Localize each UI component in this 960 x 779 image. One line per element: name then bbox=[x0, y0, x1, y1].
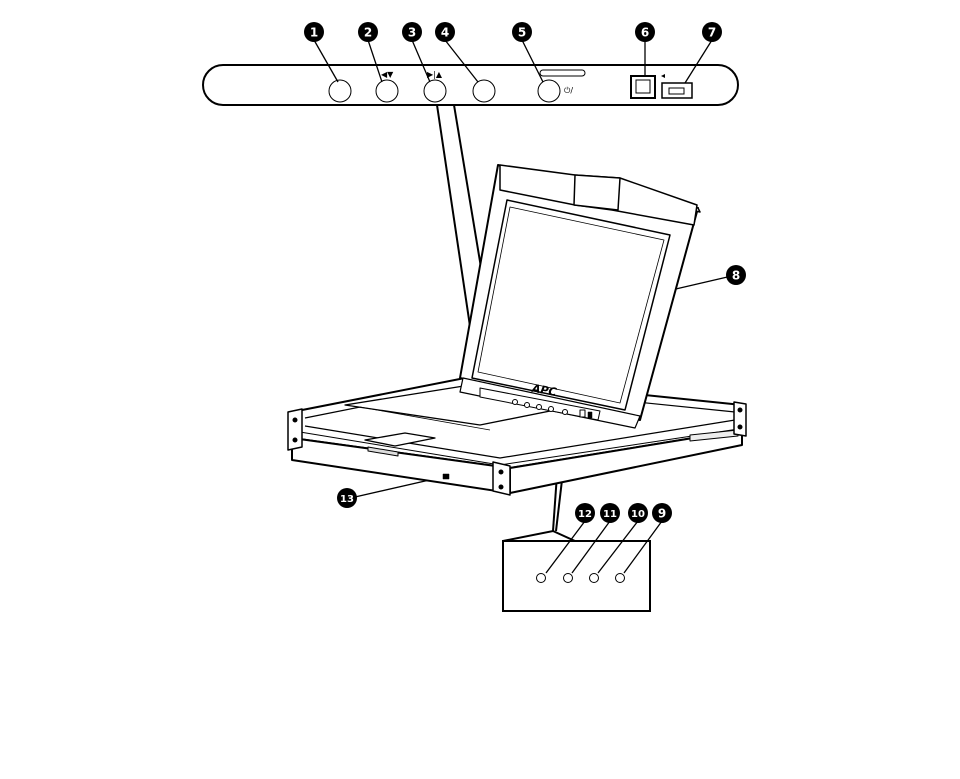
front-panel-button-1 bbox=[329, 80, 351, 102]
button-2-symbol: ◀▼ bbox=[381, 70, 394, 79]
callout-4: 4 bbox=[435, 22, 455, 42]
front-panel-button-2 bbox=[376, 80, 398, 102]
callout-9: 9 bbox=[652, 503, 672, 523]
callout-10: 10 bbox=[628, 503, 648, 523]
callout-7: 7 bbox=[702, 22, 722, 42]
led-12 bbox=[537, 574, 546, 583]
callout-6: 6 bbox=[635, 22, 655, 42]
left-rack-ear bbox=[288, 409, 302, 450]
led-9 bbox=[616, 574, 625, 583]
svg-text:11: 11 bbox=[603, 509, 617, 520]
button-5-symbol: ⏻/ bbox=[564, 86, 573, 95]
front-panel-button-5 bbox=[538, 80, 560, 102]
led-11 bbox=[564, 574, 573, 583]
svg-text:3: 3 bbox=[408, 26, 416, 40]
svg-text:9: 9 bbox=[658, 507, 666, 521]
kvm-console-illustration bbox=[288, 165, 746, 495]
svg-text:13: 13 bbox=[340, 494, 354, 505]
usb-port bbox=[662, 83, 692, 98]
front-right-ear bbox=[493, 462, 510, 495]
callout-11: 11 bbox=[600, 503, 620, 523]
svg-text:8: 8 bbox=[732, 269, 740, 283]
svg-text:12: 12 bbox=[578, 509, 592, 520]
front-panel-slot bbox=[540, 70, 585, 76]
svg-text:4: 4 bbox=[441, 26, 449, 40]
svg-text:7: 7 bbox=[708, 26, 716, 40]
callout-3: 3 bbox=[402, 22, 422, 42]
callout-2: 2 bbox=[358, 22, 378, 42]
svg-text:1: 1 bbox=[310, 26, 318, 40]
svg-text:6: 6 bbox=[641, 26, 649, 40]
svg-text:10: 10 bbox=[631, 509, 645, 520]
callout-13: 13 bbox=[337, 488, 357, 508]
led-panel-detail bbox=[503, 541, 650, 611]
front-panel-button-3 bbox=[424, 80, 446, 102]
svg-text:5: 5 bbox=[518, 26, 526, 40]
callout-8: 8 bbox=[726, 265, 746, 285]
button-3-symbol: ▶|▲ bbox=[427, 70, 443, 79]
front-panel-detail: ◀▼ ▶|▲ ⏻/ bbox=[203, 65, 738, 105]
right-rack-ear bbox=[734, 402, 746, 436]
svg-text:2: 2 bbox=[364, 26, 372, 40]
callout-12: 12 bbox=[575, 503, 595, 523]
front-panel-button-4 bbox=[473, 80, 495, 102]
led-10 bbox=[590, 574, 599, 583]
callout-5: 5 bbox=[512, 22, 532, 42]
callout-1: 1 bbox=[304, 22, 324, 42]
